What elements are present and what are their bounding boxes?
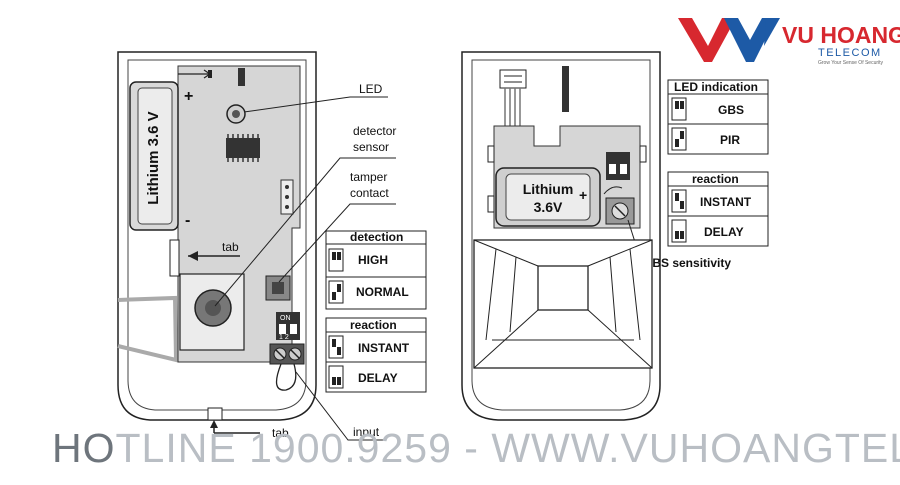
- top-connector: [500, 70, 526, 88]
- gbs-label: GBS sensitivity: [643, 256, 731, 270]
- logo-mark: [678, 18, 736, 62]
- detection-title: detection: [350, 230, 403, 244]
- terminal-block: [270, 344, 304, 364]
- mini-switch: [329, 281, 343, 303]
- reaction-left-delay: DELAY: [358, 371, 398, 385]
- mini-switch: [329, 249, 343, 271]
- fresnel-lens: [474, 240, 652, 368]
- led-indication-table: LED indication GBS PIR: [668, 80, 768, 154]
- reaction-right-delay: DELAY: [704, 225, 744, 239]
- tamper-label-2: contact: [350, 186, 389, 200]
- mini-switch: [672, 220, 686, 242]
- right-battery-line1: Lithium: [523, 181, 574, 197]
- left-battery-label: Lithium 3.6 V: [145, 111, 162, 204]
- led-label: LED: [359, 82, 383, 96]
- reaction-left-instant: INSTANT: [358, 341, 410, 355]
- tamper-label-1: tamper: [350, 170, 387, 184]
- mini-switch: [329, 336, 343, 358]
- detection-table: detection HIGH NORMAL: [326, 230, 426, 309]
- right-dip-switch: [606, 152, 630, 180]
- detector-label-2: sensor: [353, 140, 389, 154]
- tab-bottom: [208, 408, 222, 420]
- tab-side-label: tab: [222, 240, 239, 254]
- brand-tagline: Grow Your Sense Of Security: [818, 60, 884, 66]
- ic-chip: [226, 134, 260, 162]
- mini-switch: [329, 366, 343, 388]
- brand-name: VU HOANG: [782, 22, 900, 48]
- right-led-slot: [562, 66, 569, 112]
- led-slot: [238, 68, 245, 86]
- mini-switch: [672, 128, 686, 150]
- detection-row-normal: NORMAL: [356, 285, 409, 299]
- left-plus-sign: +: [184, 88, 193, 105]
- right-battery: Lithium 3.6V +: [496, 168, 600, 226]
- reaction-right-instant: INSTANT: [700, 195, 752, 209]
- dip-on-label: ON: [280, 315, 291, 322]
- right-battery-line2: 3.6V: [534, 199, 563, 215]
- detector-label-1: detector: [353, 124, 396, 138]
- left-minus-sign: -: [185, 212, 190, 229]
- led-table-title: LED indication: [674, 80, 758, 94]
- reaction-table-left: reaction INSTANT DELAY: [326, 318, 426, 392]
- tab-left: [170, 240, 179, 276]
- brand-sub: TELECOM: [818, 47, 882, 59]
- reaction-left-title: reaction: [350, 318, 397, 332]
- reaction-right-title: reaction: [692, 172, 739, 186]
- hotline-watermark: HOTLINE 1900.9259 - WWW.VUHOANGTELECOM.V…: [52, 425, 900, 471]
- led-table-gbs: GBS: [718, 103, 744, 117]
- left-dip-switch: ON 1 2: [276, 312, 300, 341]
- dip-num-label: 1 2: [279, 334, 289, 341]
- mini-switch: [672, 98, 686, 120]
- hotline-ho: HO: [52, 425, 116, 471]
- led-table-pir: PIR: [720, 133, 740, 147]
- left-battery: Lithium 3.6 V: [130, 82, 178, 230]
- mini-switch: [672, 190, 686, 212]
- reaction-table-right: reaction INSTANT DELAY: [668, 172, 768, 246]
- brand-logo[interactable]: VU HOANG TELECOM Grow Your Sense Of Secu…: [678, 18, 900, 66]
- right-battery-plus: +: [579, 187, 587, 203]
- detection-row-high: HIGH: [358, 253, 388, 267]
